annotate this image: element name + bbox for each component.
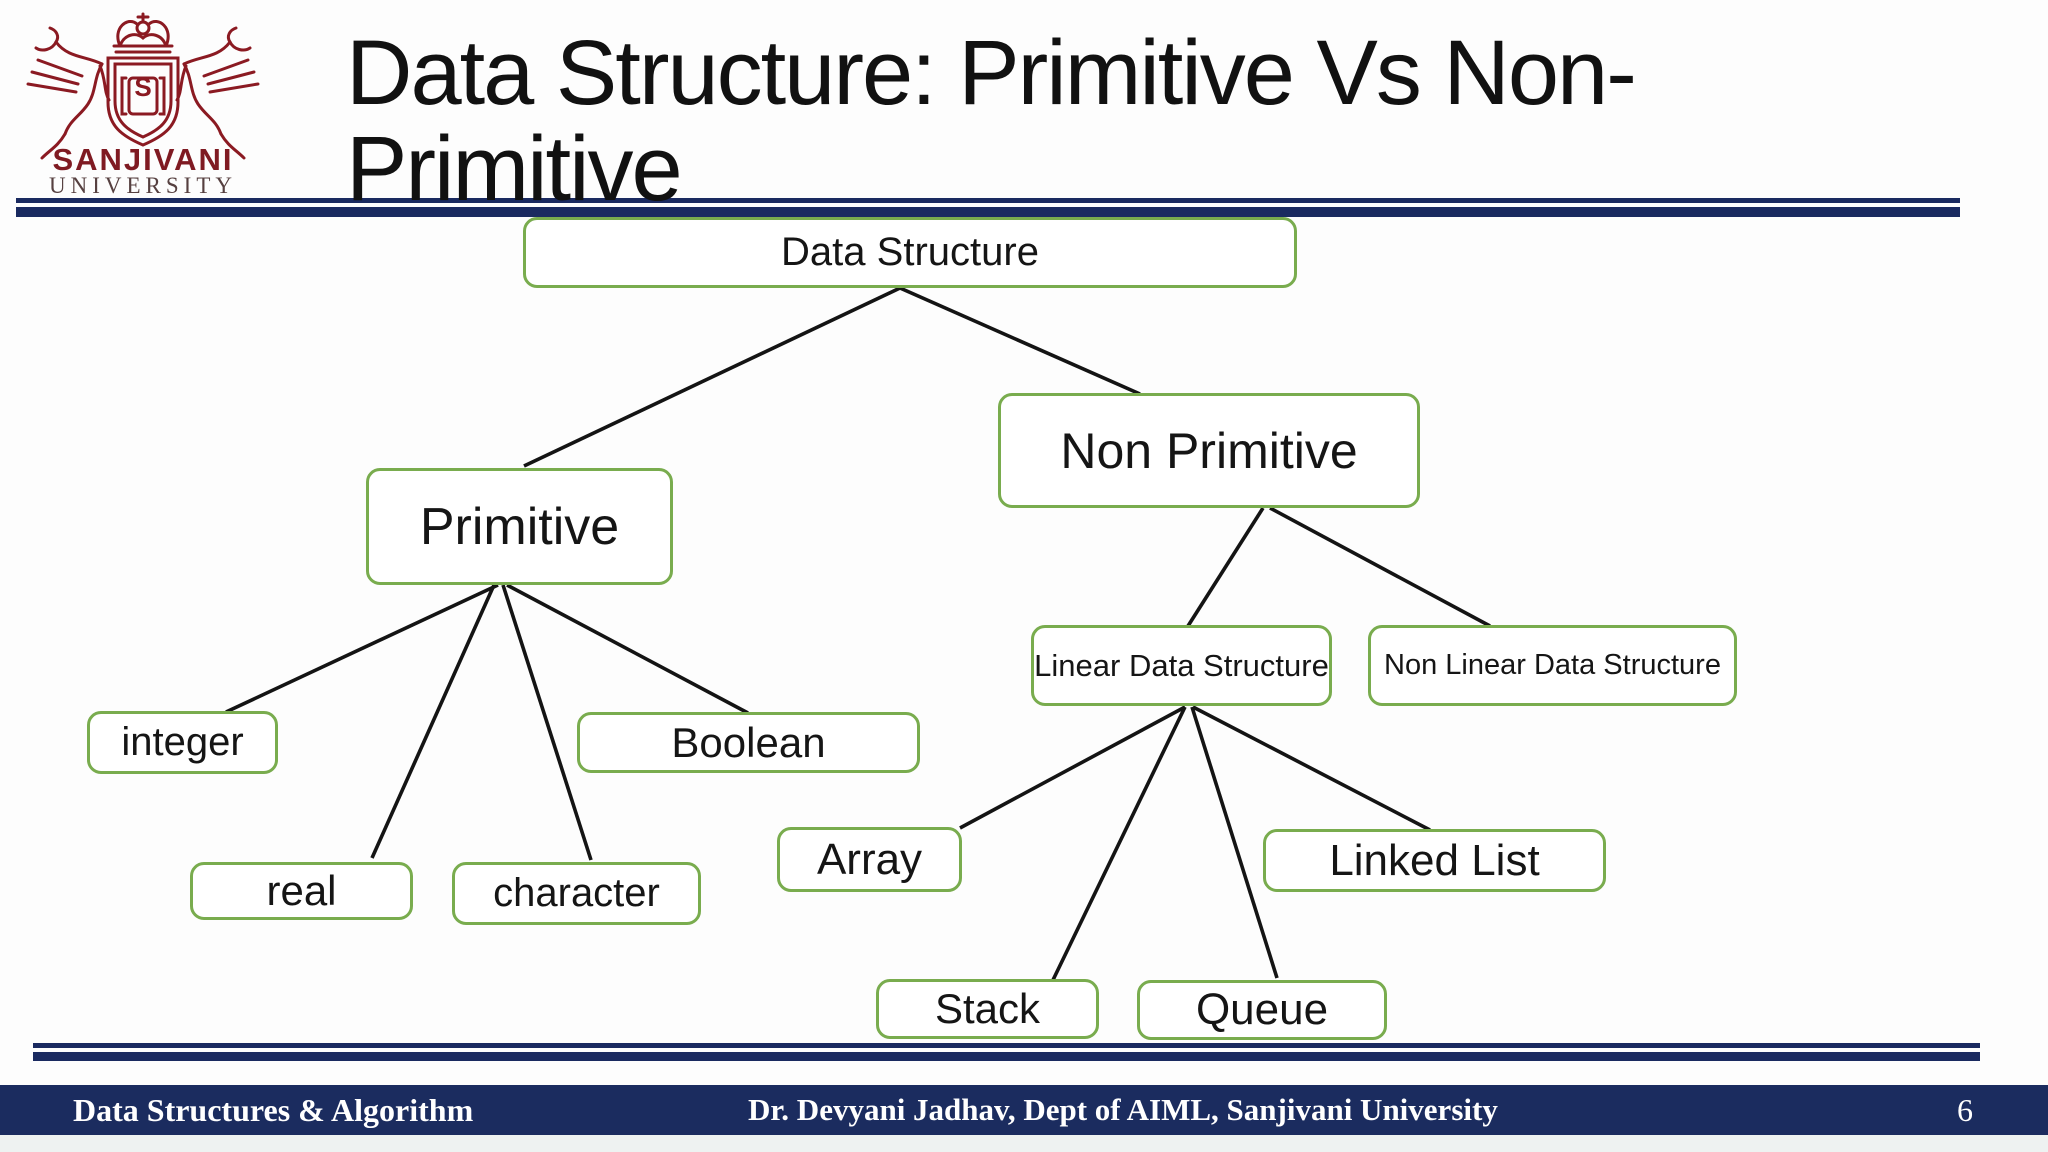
logo-name: SANJIVANI <box>52 142 233 177</box>
node-boolean: Boolean <box>577 712 920 773</box>
node-array: Array <box>777 827 962 892</box>
university-logo: S SANJIVANI UNIVERSITY <box>26 12 260 196</box>
node-primitive: Primitive <box>366 468 673 585</box>
logo-monogram: S <box>134 72 151 102</box>
footer-page-number: 6 <box>1957 1092 1973 1128</box>
node-non-primitive: Non Primitive <box>998 393 1420 508</box>
node-integer: integer <box>87 711 278 774</box>
node-real: real <box>190 862 413 920</box>
slide-title-line1: Data Structure: Primitive Vs Non- <box>346 22 1637 124</box>
node-linked-list: Linked List <box>1263 829 1606 892</box>
slide-title: Data Structure: Primitive Vs Non- Primit… <box>346 22 1637 220</box>
slide-title-line2: Primitive <box>346 117 683 220</box>
node-non-linear-data-structure: Non Linear Data Structure <box>1368 625 1737 706</box>
footer-bottom-strip <box>0 1135 2048 1152</box>
footer-bar: Data Structures & Algorithm Dr. Devyani … <box>0 1085 2048 1135</box>
title-divider-thin <box>16 198 1960 203</box>
node-data-structure: Data Structure <box>523 217 1297 288</box>
node-linear-data-structure: Linear Data Structure <box>1031 625 1332 706</box>
footer-author: Dr. Devyani Jadhav, Dept of AIML, Sanjiv… <box>748 1092 1498 1127</box>
node-character: character <box>452 862 701 925</box>
node-stack: Stack <box>876 979 1099 1039</box>
title-divider-thick <box>16 207 1960 217</box>
footer-divider-thick <box>33 1052 1980 1061</box>
crown-orb-icon <box>135 20 151 36</box>
logo-subname: UNIVERSITY <box>49 173 237 196</box>
footer-course-title: Data Structures & Algorithm <box>73 1092 474 1128</box>
node-queue: Queue <box>1137 980 1387 1040</box>
footer-divider-thin <box>33 1043 1980 1048</box>
